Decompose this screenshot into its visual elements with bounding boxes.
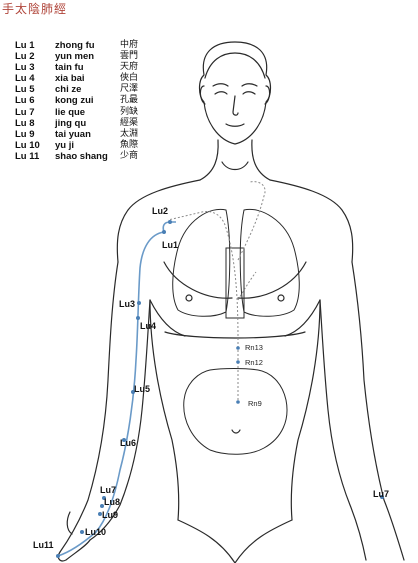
label-lu3: Lu3 (119, 299, 136, 309)
legend-hanzi: 中府 (120, 40, 139, 50)
point-rn12 (236, 360, 240, 364)
legend-pinyin: tai yuan (55, 128, 91, 140)
label-lu4: Lu4 (140, 321, 157, 331)
point-lu1 (162, 230, 166, 234)
label-rn13: Rn13 (245, 343, 263, 352)
legend-pinyin: chi ze (55, 84, 82, 96)
legend-code: Lu 10 (15, 139, 40, 151)
point-rn13 (236, 346, 240, 350)
label-lu9: Lu9 (102, 510, 119, 520)
body-outline (57, 41, 405, 563)
point-lu4 (136, 316, 140, 320)
legend-hanzi: 俠白 (120, 73, 139, 84)
legend-pinyin: kong zui (55, 95, 94, 107)
legend-hanzi: 魚際 (120, 139, 139, 150)
lungs (172, 208, 300, 319)
point-lu7-right (380, 495, 384, 499)
legend-row: Lu 10 yu ji 魚際 (15, 140, 138, 151)
point-rn9 (236, 400, 240, 404)
legend-row: Lu 7 lie que 列缺 (15, 107, 138, 118)
legend-hanzi: 少商 (120, 150, 139, 161)
label-lu8: Lu8 (104, 497, 121, 507)
label-lu7-right: Lu7 (373, 489, 390, 499)
legend-row: Lu 11 shao shang 少商 (15, 151, 138, 162)
point-legend: Lu 1 zhong fu 中府 Lu 2 yun men 雲門 Lu 3 tain fu… (15, 40, 138, 162)
legend-code: Lu 8 (15, 117, 35, 129)
point-lu5 (131, 390, 135, 394)
legend-pinyin: tain fu (55, 62, 84, 74)
label-lu10: Lu10 (85, 527, 107, 537)
legend-code: Lu 6 (15, 95, 35, 107)
internal-path (167, 181, 266, 400)
diagram-title: 手太陰肺經 (2, 2, 68, 16)
legend-hanzi: 尺澤 (120, 84, 139, 95)
point-lu10 (80, 530, 84, 534)
legend-hanzi: 天府 (120, 62, 139, 73)
legend-hanzi: 雲門 (120, 51, 139, 62)
legend-code: Lu 7 (15, 106, 35, 118)
legend-row: Lu 8 jing qu 經渠 (15, 118, 138, 129)
point-lu7 (102, 496, 106, 500)
label-lu11: Lu11 (33, 540, 54, 550)
point-lu2 (168, 220, 172, 224)
legend-pinyin: yun men (55, 51, 95, 63)
label-lu5: Lu5 (134, 384, 151, 394)
legend-pinyin: shao shang (55, 150, 108, 162)
legend-hanzi: 太淵 (120, 128, 139, 139)
legend-row: Lu 6 kong zui 孔最 (15, 95, 138, 106)
label-lu2: Lu2 (152, 206, 169, 216)
legend-code: Lu 4 (15, 73, 35, 85)
label-lu7: Lu7 (100, 485, 117, 495)
mediastinum (225, 247, 245, 319)
legend-code: Lu 1 (15, 40, 35, 51)
label-lu6: Lu6 (120, 438, 137, 448)
legend-row: Lu 3 tain fu 天府 (15, 62, 138, 73)
legend-hanzi: 列缺 (120, 106, 139, 117)
legend-pinyin: yu ji (55, 139, 75, 151)
legend-pinyin: jing qu (55, 117, 87, 129)
legend-row: Lu 9 tai yuan 太淵 (15, 129, 138, 140)
point-lu9 (98, 512, 102, 516)
point-lu3 (137, 301, 141, 305)
legend-code: Lu 9 (15, 128, 35, 140)
label-rn12: Rn12 (245, 358, 263, 367)
large-intestine (183, 368, 288, 455)
label-lu1: Lu1 (162, 240, 179, 250)
legend-code: Lu 11 (15, 150, 40, 162)
legend-code: Lu 3 (15, 62, 35, 74)
left-lung (172, 208, 231, 317)
legend-hanzi: 孔最 (120, 95, 139, 106)
label-rn9: Rn9 (248, 399, 262, 408)
legend-hanzi: 經渠 (120, 117, 139, 128)
point-lu8 (100, 504, 104, 508)
legend-row: Lu 4 xia bai 俠白 (15, 73, 138, 84)
legend-pinyin: zhong fu (55, 40, 95, 51)
legend-pinyin: xia bai (55, 73, 85, 85)
legend-code: Lu 2 (15, 51, 35, 63)
right-lung (239, 208, 300, 317)
point-lu6 (122, 438, 126, 442)
point-lu11 (56, 554, 60, 558)
legend-code: Lu 5 (15, 84, 35, 96)
meridian-points (56, 220, 384, 558)
legend-row: Lu 2 yun men 雲門 (15, 51, 138, 62)
abdominal-organs (183, 368, 288, 455)
legend-row: Lu 1 zhong fu 中府 (15, 40, 138, 51)
legend-pinyin: lie que (55, 106, 86, 118)
legend-row: Lu 5 chi ze 尺澤 (15, 84, 138, 95)
